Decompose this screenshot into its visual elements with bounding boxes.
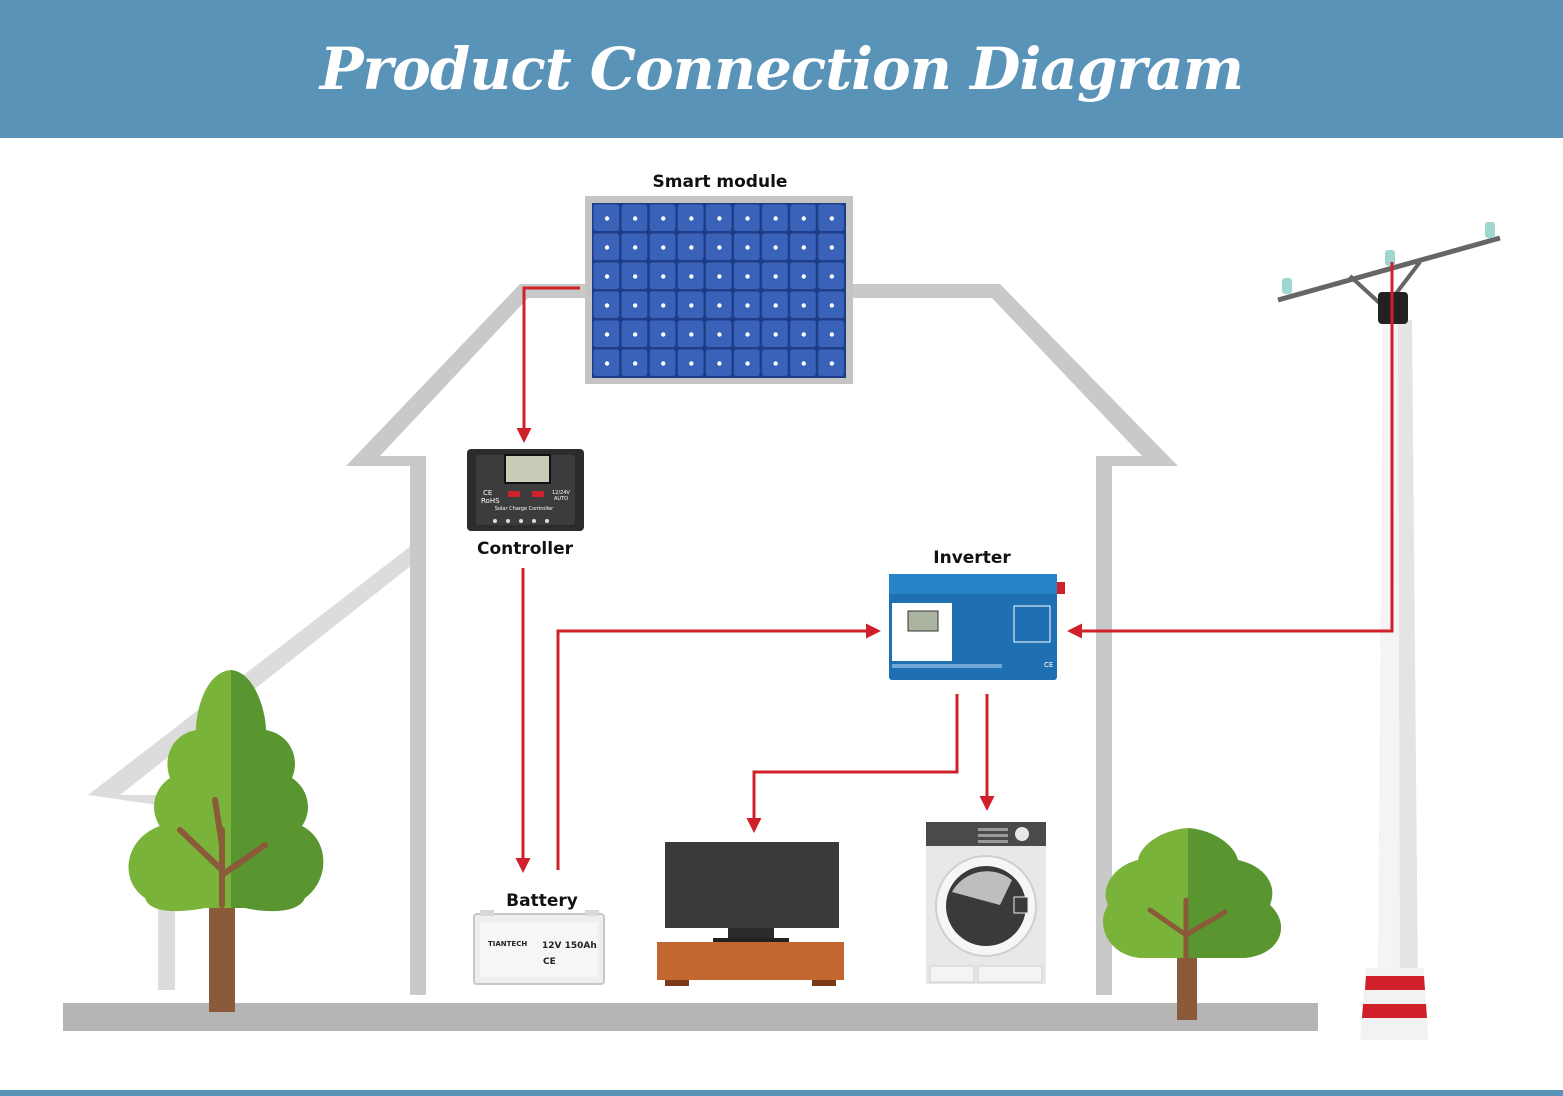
wiring [515,262,1394,873]
wire-battery-to-inverter [556,623,881,870]
battery-icon: TIANTECH 12V 150Ah CE [473,910,605,985]
label-smart-module: Smart module [653,172,788,192]
controller-rohs-mark: RoHS [481,497,500,505]
solar-panel-icon [585,196,853,384]
controller-voltage: 12/24V [552,490,570,496]
tree-left [128,670,324,1012]
controller-model: Solar Charge Controller [495,506,554,512]
page-title: Product Connection Diagram [319,35,1244,103]
wire-inverter-to-tv [746,694,959,833]
tree-right [1103,828,1282,1020]
utility-pole [1277,222,1501,1040]
inverter-icon: CE [889,574,1065,680]
inverter-ce-mark: CE [1044,661,1053,669]
washing-machine-icon [926,822,1046,984]
wire-panel-to-controller [516,286,580,443]
title-banner: Product Connection Diagram [0,0,1563,138]
controller-ce-mark: CE [483,489,492,497]
footer-rule [0,1090,1563,1096]
television-icon [657,842,844,986]
battery-ce-mark: CE [543,957,556,967]
controller-auto: AUTO [554,496,568,502]
battery-brand: TIANTECH [488,940,527,948]
charge-controller-icon: CE RoHS 12/24V AUTO Solar Charge Control… [467,449,584,531]
ground [63,1003,1318,1031]
label-controller: Controller [477,539,574,559]
wire-grid-to-inverter [1067,262,1394,639]
battery-rating: 12V 150Ah [542,941,597,951]
label-inverter: Inverter [933,548,1011,568]
label-battery: Battery [506,891,578,911]
